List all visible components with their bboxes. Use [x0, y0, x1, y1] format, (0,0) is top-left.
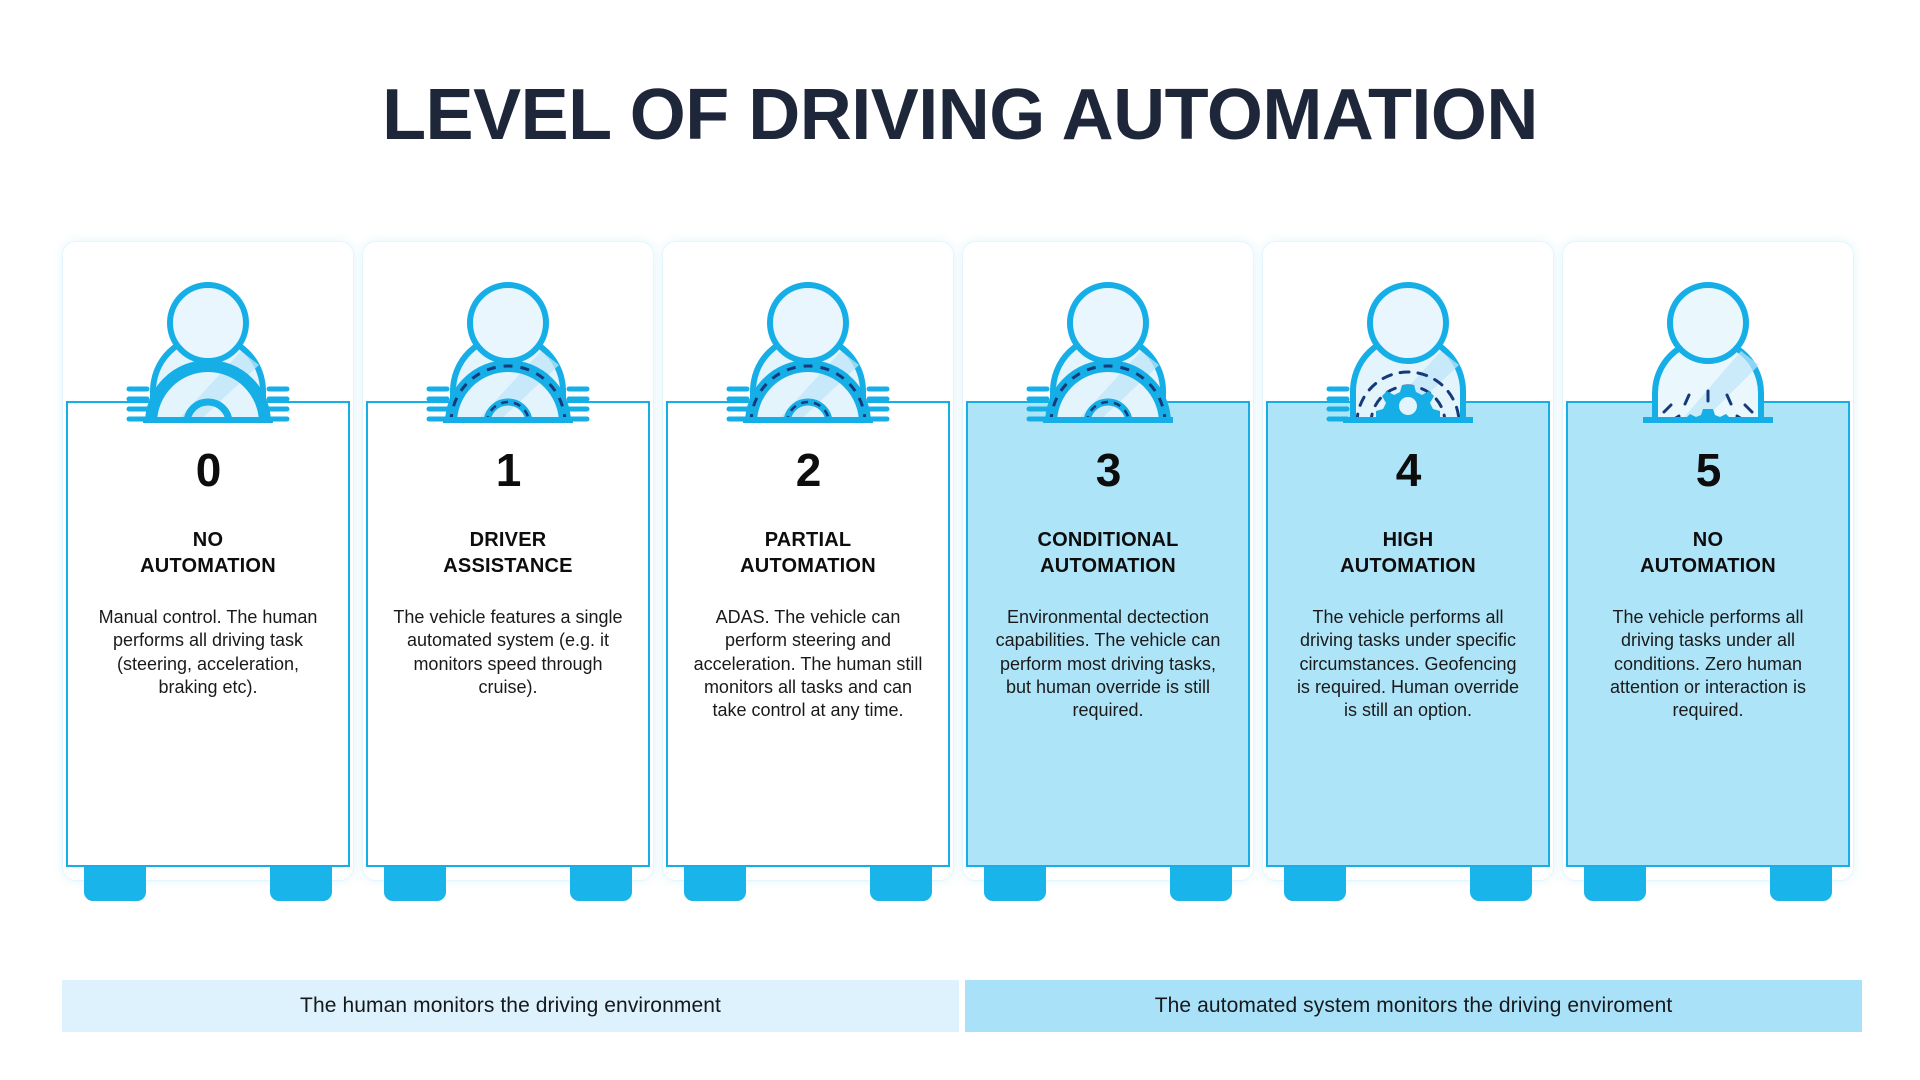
- card-connector-tabs: [662, 867, 954, 901]
- connector-tab-left: [384, 867, 446, 901]
- card-connector-tabs: [362, 867, 654, 901]
- level-card-5[interactable]: 5 NO AUTOMATION The vehicle performs all…: [1562, 241, 1854, 901]
- level-description: The vehicle features a single automated …: [393, 606, 623, 697]
- passenger-no-wheel-icon: [1562, 259, 1854, 423]
- connector-tab-left: [984, 867, 1046, 901]
- level-info-box: 4 HIGH AUTOMATION The vehicle performs a…: [1266, 401, 1550, 867]
- level-description: The vehicle performs all driving tasks u…: [1296, 606, 1520, 721]
- connector-tab-right: [1170, 867, 1232, 901]
- level-card-3[interactable]: 3 CONDITIONAL AUTOMATION Environmental d…: [962, 241, 1254, 901]
- driver-gear-dashed-icon: [1262, 259, 1554, 423]
- level-name: CONDITIONAL AUTOMATION: [1037, 529, 1179, 578]
- level-info-box: 0 NO AUTOMATION Manual control. The huma…: [66, 401, 350, 867]
- banner-human-monitors: The human monitors the driving environme…: [62, 980, 959, 1032]
- connector-tab-left: [1284, 867, 1346, 901]
- connector-tab-left: [84, 867, 146, 901]
- level-description: Manual control. The human performs all d…: [98, 606, 318, 697]
- driver-steering-wheel-dashed-onehand-icon: [962, 259, 1254, 423]
- driver-steering-wheel-icon: [62, 259, 354, 423]
- connector-tab-right: [570, 867, 632, 901]
- level-card-0[interactable]: 0 NO AUTOMATION Manual control. The huma…: [62, 241, 354, 901]
- driver-steering-wheel-dashed-icon: [662, 259, 954, 423]
- page-title: LEVEL OF DRIVING AUTOMATION: [382, 75, 1538, 155]
- level-number: 5: [1695, 444, 1722, 496]
- connector-tab-right: [1470, 867, 1532, 901]
- card-connector-tabs: [62, 867, 354, 901]
- level-card-4[interactable]: 4 HIGH AUTOMATION The vehicle performs a…: [1262, 241, 1554, 901]
- level-name: PARTIAL AUTOMATION: [740, 529, 876, 578]
- level-description: The vehicle performs all driving tasks u…: [1609, 606, 1807, 721]
- level-number: 2: [795, 444, 822, 496]
- level-card-1[interactable]: 1 DRIVER ASSISTANCE The vehicle features…: [362, 241, 654, 901]
- card-connector-tabs: [1262, 867, 1554, 901]
- level-name: NO AUTOMATION: [140, 529, 276, 578]
- banner-system-monitors: The automated system monitors the drivin…: [965, 980, 1862, 1032]
- levels-row: 0 NO AUTOMATION Manual control. The huma…: [62, 241, 1862, 901]
- level-description: ADAS. The vehicle can perform steering a…: [693, 606, 923, 721]
- level-card-2[interactable]: 2 PARTIAL AUTOMATION ADAS. The vehicle c…: [662, 241, 954, 901]
- level-info-box: 2 PARTIAL AUTOMATION ADAS. The vehicle c…: [666, 401, 950, 867]
- monitoring-banners: The human monitors the driving environme…: [62, 980, 1862, 1032]
- level-info-box: 3 CONDITIONAL AUTOMATION Environmental d…: [966, 401, 1250, 867]
- connector-tab-right: [1770, 867, 1832, 901]
- card-connector-tabs: [962, 867, 1254, 901]
- driver-steering-wheel-dashed-icon: [362, 259, 654, 423]
- connector-tab-right: [870, 867, 932, 901]
- level-info-box: 5 NO AUTOMATION The vehicle performs all…: [1566, 401, 1850, 867]
- level-description: Environmental dectection capabilities. T…: [995, 606, 1221, 721]
- level-number: 4: [1395, 444, 1422, 496]
- connector-tab-left: [1584, 867, 1646, 901]
- level-name: HIGH AUTOMATION: [1340, 529, 1476, 578]
- level-name: NO AUTOMATION: [1640, 529, 1776, 578]
- level-number: 0: [195, 444, 222, 496]
- connector-tab-right: [270, 867, 332, 901]
- level-info-box: 1 DRIVER ASSISTANCE The vehicle features…: [366, 401, 650, 867]
- connector-tab-left: [684, 867, 746, 901]
- level-number: 3: [1095, 444, 1122, 496]
- level-number: 1: [495, 444, 522, 496]
- level-name: DRIVER ASSISTANCE: [443, 529, 573, 578]
- card-connector-tabs: [1562, 867, 1854, 901]
